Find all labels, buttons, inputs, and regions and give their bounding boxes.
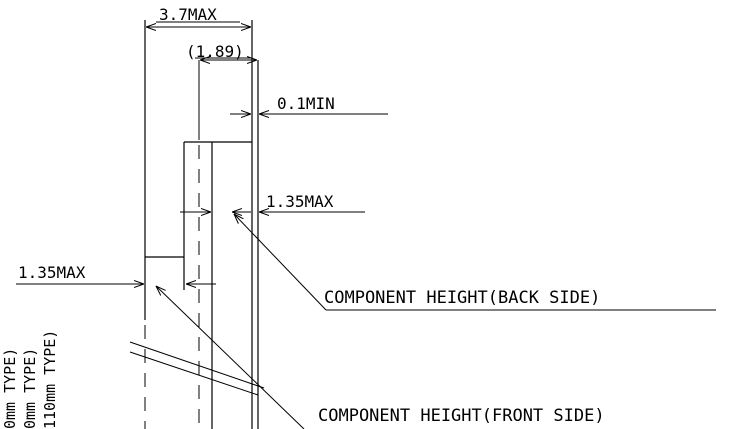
callout-front-label: COMPONENT HEIGHT(FRONT SIDE)	[318, 406, 605, 426]
type-label-2: 0mm TYPE)	[21, 348, 39, 429]
dim-ref-label: (1.89)	[186, 42, 244, 61]
callout-back-label: COMPONENT HEIGHT(BACK SIDE)	[324, 288, 600, 308]
dim-front-height: 1.35MAX	[16, 263, 216, 284]
dim-front-label: 1.35MAX	[18, 263, 86, 282]
callout-front: COMPONENT HEIGHT(FRONT SIDE)	[156, 286, 605, 429]
dim-overall-label: 3.7MAX	[159, 5, 217, 24]
dim-ref: (1.89)	[186, 42, 257, 61]
type-label-1: 0mm TYPE)	[1, 348, 19, 429]
type-labels: 0mm TYPE) 0mm TYPE) 110mm TYPE)	[1, 330, 59, 429]
dim-gap-label: 0.1MIN	[277, 94, 335, 113]
dim-back-label: 1.35MAX	[266, 192, 334, 211]
dim-overall-thickness: 3.7MAX	[146, 5, 251, 27]
part-outline	[144, 20, 259, 429]
dim-gap: 0.1MIN	[230, 94, 388, 114]
type-label-3: 110mm TYPE)	[41, 330, 59, 429]
break-lines	[129, 341, 265, 396]
callout-back: COMPONENT HEIGHT(BACK SIDE)	[234, 214, 716, 311]
dim-back-height: 1.35MAX	[180, 192, 365, 212]
